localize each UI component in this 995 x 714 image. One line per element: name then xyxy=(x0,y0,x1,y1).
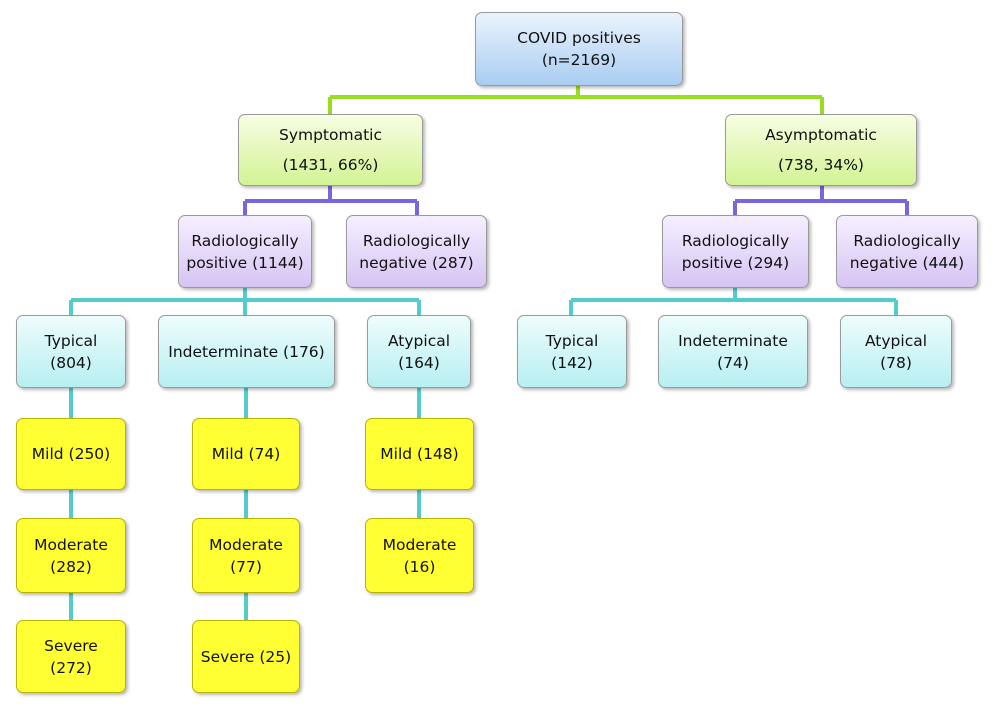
node-label-line1: Radiologically xyxy=(191,231,299,250)
node-indeterminate-mild: Mild (74) xyxy=(192,418,300,490)
node-covid-positives: COVID positives (n=2169) xyxy=(475,12,683,86)
node-sym-indeterminate: Indeterminate (176) xyxy=(158,315,335,388)
node-asym-typical: Typical (142) xyxy=(517,315,627,388)
node-label-line1: Atypical xyxy=(387,331,451,350)
node-label-line1: Symptomatic xyxy=(278,125,382,144)
node-label-line2: (16) xyxy=(403,557,436,576)
node-label-line2: negative (444) xyxy=(849,253,965,272)
node-label-line2: positive (1144) xyxy=(186,253,304,272)
node-label-line2: (804) xyxy=(50,353,92,372)
node-label-line2: (272) xyxy=(50,658,92,677)
node-label-line2: positive (294) xyxy=(681,253,790,272)
node-asym-atypical: Atypical (78) xyxy=(840,315,952,388)
node-label-line1: Radiologically xyxy=(853,231,961,250)
node-label-line1: Atypical xyxy=(864,331,928,350)
node-label-line1: Moderate xyxy=(382,535,457,554)
connector-symptomatic-to-radiology xyxy=(243,186,419,215)
node-typical-moderate: Moderate (282) xyxy=(16,518,126,593)
node-label-line2: (78) xyxy=(880,353,912,372)
node-label-line2: (1431, 66%) xyxy=(282,156,379,175)
node-sym-atypical: Atypical (164) xyxy=(367,315,471,388)
connector-sym-radpos-to-categories xyxy=(69,288,421,315)
node-label-line1: Mild (148) xyxy=(380,445,459,463)
node-sym-radiologically-negative: Radiologically negative (287) xyxy=(346,215,487,288)
connector-asymptomatic-to-radiology xyxy=(733,186,909,215)
node-label-line2: (77) xyxy=(230,557,262,576)
node-indeterminate-moderate: Moderate (77) xyxy=(192,518,300,593)
node-asym-radiologically-positive: Radiologically positive (294) xyxy=(662,215,809,288)
node-atypical-moderate: Moderate (16) xyxy=(365,518,474,593)
node-typical-mild: Mild (250) xyxy=(16,418,126,490)
node-label-line1: Mild (250) xyxy=(31,445,111,463)
node-label-line1: Moderate xyxy=(209,535,283,554)
node-label-line2: (142) xyxy=(551,353,593,372)
node-label-line1: Typical xyxy=(44,331,98,350)
node-label-line2: (282) xyxy=(50,557,92,576)
node-asym-radiologically-negative: Radiologically negative (444) xyxy=(836,215,978,288)
node-label-line1: Severe (25) xyxy=(200,647,292,666)
node-atypical-mild: Mild (148) xyxy=(365,418,474,490)
node-label-line1: Indeterminate xyxy=(678,331,788,350)
node-label-line1: Moderate xyxy=(34,535,108,554)
node-label-line1: Radiologically xyxy=(681,231,790,250)
node-label-line1: Severe xyxy=(44,636,98,655)
node-label-line2: negative (287) xyxy=(359,253,474,272)
node-symptomatic: Symptomatic (1431, 66%) xyxy=(238,114,423,186)
node-label-line1: Mild (74) xyxy=(211,445,281,463)
node-label-line1: Asymptomatic xyxy=(765,125,877,144)
node-label-line2: (74) xyxy=(717,353,749,372)
node-sym-typical: Typical (804) xyxy=(16,315,126,388)
node-label-line1: Indeterminate (176) xyxy=(168,342,325,361)
node-label-line2: (n=2169) xyxy=(541,51,617,69)
node-sym-radiologically-positive: Radiologically positive (1144) xyxy=(178,215,312,288)
node-asym-indeterminate: Indeterminate (74) xyxy=(658,315,808,388)
node-label-line1: Radiologically xyxy=(362,231,471,250)
connector-root-to-groups xyxy=(328,86,824,114)
node-label-line1: Typical xyxy=(545,331,599,350)
connector-asym-radpos-to-categories xyxy=(569,288,898,315)
node-label-line2: (164) xyxy=(398,353,440,372)
node-asymptomatic: Asymptomatic (738, 34%) xyxy=(725,114,917,186)
node-indeterminate-severe: Severe (25) xyxy=(192,620,300,693)
node-label-line1: COVID positives xyxy=(517,29,641,47)
node-typical-severe: Severe (272) xyxy=(16,620,126,693)
node-label-line2: (738, 34%) xyxy=(778,156,864,175)
